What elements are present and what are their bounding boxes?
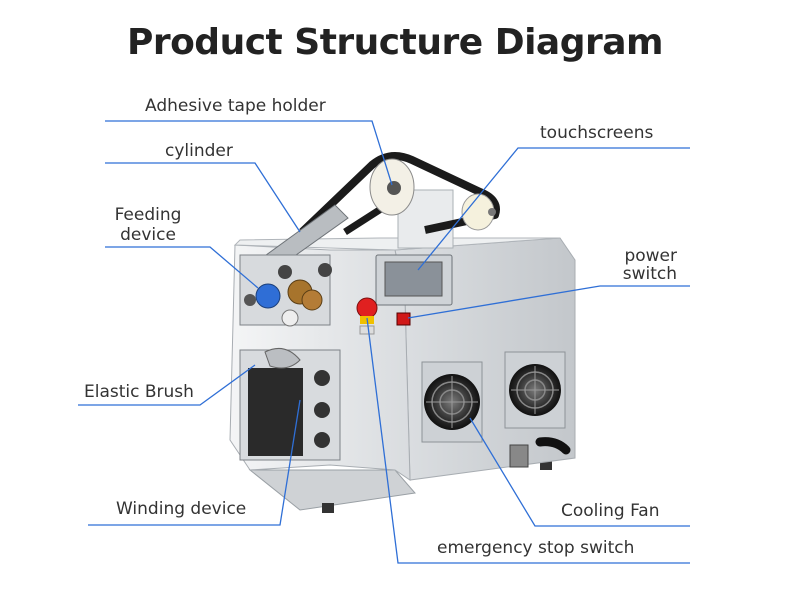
base-plate (248, 469, 416, 511)
label-feeding-device-line1: Feeding (114, 205, 182, 225)
power-cable (535, 437, 571, 455)
leader-emergency-stop (366, 317, 690, 564)
leader-feeding-device (105, 246, 259, 289)
label-emergency-stop-switch: emergency stop switch (437, 538, 635, 558)
label-power-switch-line2: switch (622, 264, 677, 284)
label-cylinder: cylinder (165, 141, 233, 161)
feeding-device (239, 254, 332, 327)
leader-winding-device (88, 399, 301, 526)
leader-touchscreens (417, 147, 690, 271)
leader-power-switch (407, 285, 690, 319)
power-connector (509, 444, 529, 468)
leader-elastic-brush (78, 364, 256, 406)
tape-roll-hub (387, 181, 401, 195)
foot (540, 460, 552, 470)
leader-cooling-fan (469, 417, 690, 527)
winding-device (239, 347, 341, 461)
label-elastic-brush: Elastic Brush (84, 382, 194, 402)
touchscreen-display (384, 261, 443, 297)
cooling-fan-right (504, 351, 566, 429)
page-title: Product Structure Diagram (126, 22, 664, 63)
belt (299, 152, 500, 235)
power-switch (396, 312, 411, 326)
label-feeding-device-line2: device (120, 225, 176, 245)
label-touchscreens: touchscreens (540, 123, 654, 143)
leader-adhesive-tape-holder (105, 120, 393, 186)
cooling-fan-left (421, 361, 483, 443)
label-adhesive-tape-holder: Adhesive tape holder (145, 96, 326, 116)
label-cooling-fan: Cooling Fan (561, 501, 660, 521)
leader-cylinder (105, 162, 301, 233)
label-winding-device: Winding device (116, 499, 247, 519)
emergency-stop-button (356, 297, 378, 319)
label-power-switch-line1: power (624, 246, 677, 266)
foot (322, 503, 334, 513)
